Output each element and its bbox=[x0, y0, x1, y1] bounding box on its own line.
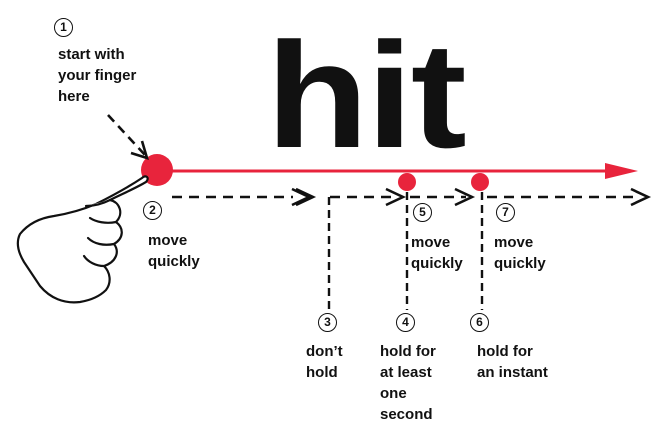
step-4-line: second bbox=[380, 406, 433, 423]
hold-dot-one-second bbox=[398, 173, 416, 191]
step-4-line: at least bbox=[380, 364, 432, 381]
step-6-badge: 6 bbox=[470, 313, 489, 332]
red-guide-arrow bbox=[158, 163, 638, 179]
pointing-hand-icon bbox=[16, 175, 149, 304]
step-7-label: move quickly bbox=[494, 232, 546, 274]
step-3-line: don’t bbox=[306, 343, 343, 360]
step-4-line: one bbox=[380, 385, 407, 402]
hold-dot-instant bbox=[471, 173, 489, 191]
start-pointer-arrow bbox=[107, 114, 149, 160]
step-6-label: hold for an instant bbox=[477, 341, 548, 383]
step-1-line: here bbox=[58, 88, 90, 105]
step-2-label: move quickly bbox=[148, 230, 200, 272]
step-2-badge: 2 bbox=[143, 201, 162, 220]
step-6-line: an instant bbox=[477, 364, 548, 381]
step-2-line: quickly bbox=[148, 253, 200, 270]
step-1-line: your finger bbox=[58, 67, 137, 84]
step-4-badge: 4 bbox=[396, 313, 415, 332]
step-4-line: hold for bbox=[380, 343, 436, 360]
step-1-label: start with your finger here bbox=[58, 44, 136, 107]
step-7-line: move bbox=[494, 234, 534, 251]
step-4-label: hold for at least one second bbox=[380, 341, 436, 425]
step-6-line: hold for bbox=[477, 343, 533, 360]
step-5-line: quickly bbox=[411, 255, 463, 272]
step-1-line: start with bbox=[58, 46, 125, 63]
start-dot bbox=[141, 154, 173, 186]
step-1-badge: 1 bbox=[54, 18, 73, 37]
step-5-badge: 5 bbox=[413, 203, 432, 222]
step-5-line: move bbox=[411, 234, 451, 251]
step-7-line: quickly bbox=[494, 255, 546, 272]
step-2-line: move bbox=[148, 232, 188, 249]
step-3-line: hold bbox=[306, 364, 338, 381]
step-5-label: move quickly bbox=[411, 232, 463, 274]
step-markers bbox=[327, 192, 484, 310]
step-7-badge: 7 bbox=[496, 203, 515, 222]
headline-word: hit bbox=[266, 11, 467, 179]
step-3-badge: 3 bbox=[318, 313, 337, 332]
motion-arrowheads bbox=[291, 187, 652, 207]
step-3-label: don’t hold bbox=[306, 341, 343, 383]
